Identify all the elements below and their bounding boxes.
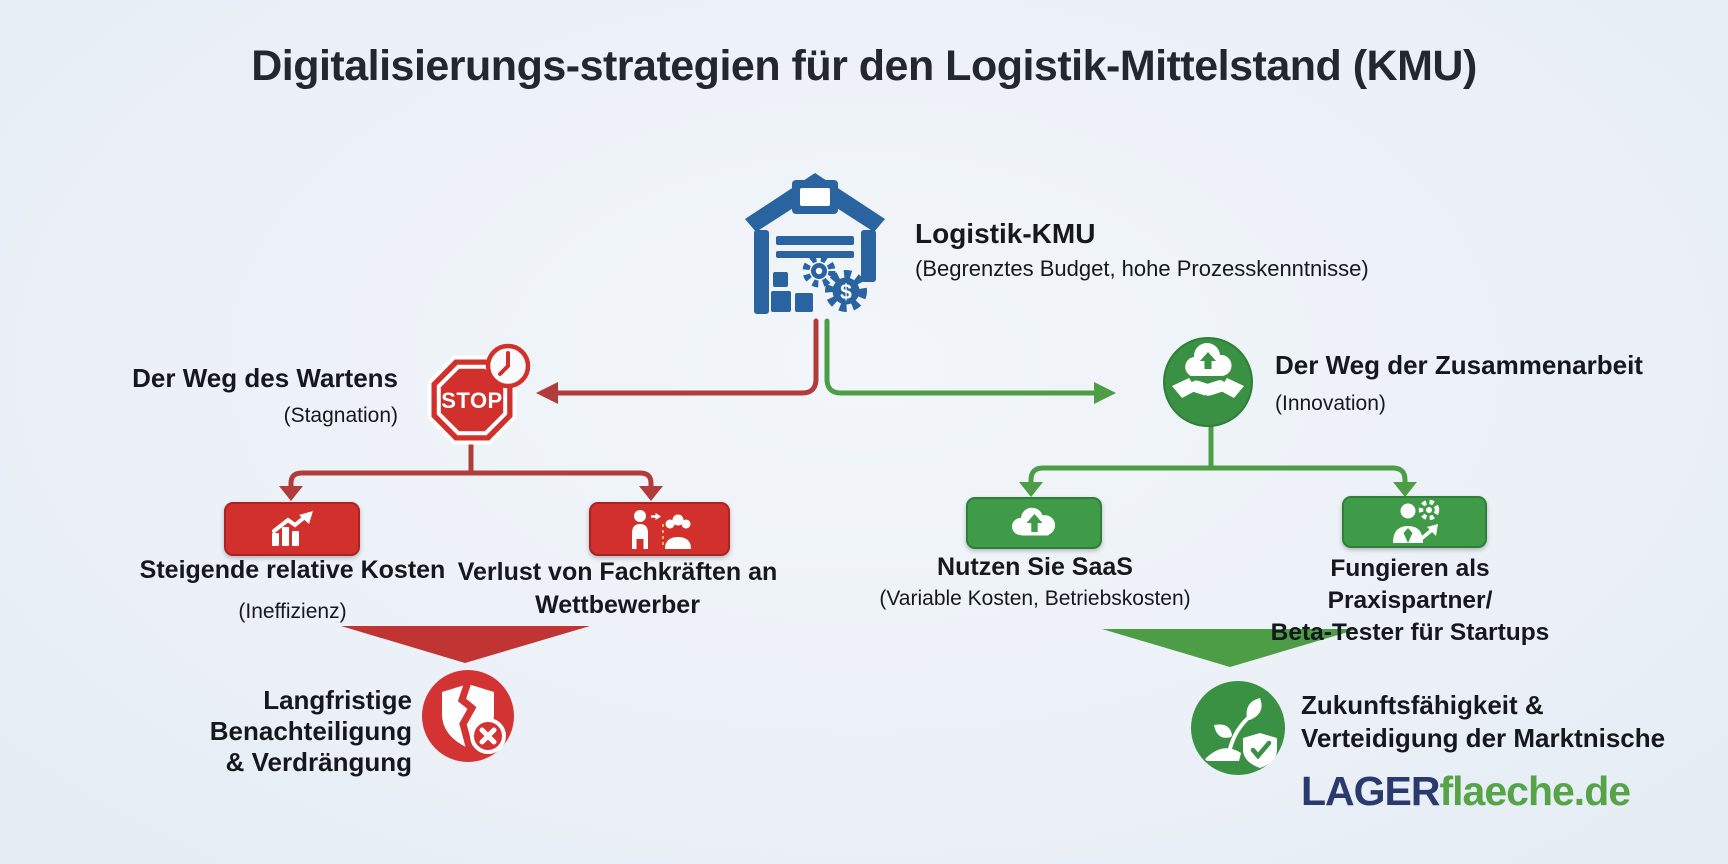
red-branch-arrowhead-icon — [536, 382, 558, 404]
red-tree-right-arrowhead-icon — [639, 486, 663, 501]
leaf-right — [1246, 698, 1262, 720]
leaf-left — [1214, 724, 1232, 738]
talent-loss-box — [589, 502, 730, 556]
negative-outcome-label: Langfristige Benachteiligung & Verdrängu… — [80, 685, 412, 778]
costs-box — [224, 502, 360, 556]
green-branch-connector — [824, 318, 1097, 396]
talent-loss-line2: Wettbewerber — [535, 591, 700, 619]
cloud-upload-icon — [1011, 507, 1056, 536]
root-node-subtitle: (Begrenztes Budget, hohe Prozesskenntnis… — [915, 256, 1369, 281]
root-node-label: Logistik-KMU — [915, 218, 1096, 249]
upload-arrow — [1200, 352, 1216, 369]
collab-branch-subtitle: (Innovation) — [1275, 392, 1386, 415]
talent-loss-line1: Verlust von Fachkräften an — [457, 558, 778, 586]
partner-line2: Beta-Tester für Startups — [1270, 619, 1550, 646]
positive-outcome-label: Zukunftsfähigkeit & Verteidigung der Mar… — [1301, 689, 1681, 755]
employee-leaving-icon — [631, 510, 691, 549]
green-tree-left-arrowhead-icon — [1019, 482, 1043, 497]
positive-outcome-line2: Verteidigung der Marktnische — [1301, 723, 1666, 753]
partner-box — [1342, 496, 1487, 548]
crack-shape — [457, 680, 477, 751]
saas-box — [966, 497, 1102, 549]
green-branch-arrowhead-icon — [1094, 382, 1116, 404]
wait-branch-subtitle: (Stagnation) — [283, 404, 398, 427]
consultant-gear-icon — [1392, 499, 1439, 543]
brand-logo-part2: flaeche.de — [1439, 768, 1632, 814]
green-tree-bracket — [1028, 465, 1408, 487]
brand-logo-part1: LAGER — [1301, 768, 1440, 814]
talent-loss-label: Verlust von Fachkräften an Wettbewerber — [450, 556, 785, 622]
red-branch-connector — [554, 318, 819, 396]
brand-logo: LAGERflaeche.de — [1301, 768, 1632, 815]
page-title: Digitalisierungs-strategien für den Logi… — [251, 42, 1477, 90]
costs-subtitle: (Ineffizienz) — [238, 600, 347, 623]
dollar-gear-symbol: $ — [840, 281, 852, 304]
warehouse-gears-icon: $ — [745, 173, 885, 314]
positive-outcome-line1: Zukunftsfähigkeit & — [1301, 690, 1544, 720]
partner-line1: Fungieren als Praxispartner/ — [1327, 555, 1493, 614]
negative-outcome-line1: Langfristige Benachteiligung — [209, 685, 412, 746]
stop-text: STOP — [441, 388, 503, 413]
ground-shape — [1205, 748, 1241, 761]
rising-chart-icon — [272, 511, 313, 546]
green-funnel-arrow-icon — [1102, 629, 1358, 667]
saas-label: Nutzen Sie SaaS — [937, 553, 1133, 581]
partner-label: Fungieren als Praxispartner/ Beta-Tester… — [1250, 553, 1570, 649]
costs-label: Steigende relative Kosten — [139, 556, 446, 584]
saas-subtitle: (Variable Kosten, Betriebskosten) — [879, 587, 1191, 610]
cloud-handshake-icon — [1163, 337, 1253, 427]
red-tree-bracket — [288, 470, 654, 492]
green-tree-right-arrowhead-icon — [1393, 482, 1417, 497]
stop-sign-clock-icon: STOP — [427, 343, 531, 445]
broken-shield-icon — [422, 670, 514, 762]
wait-branch-label: Der Weg des Wartens — [132, 363, 398, 393]
collab-branch-label: Der Weg der Zusammenarbeit — [1275, 350, 1643, 380]
plant-shield-check-icon — [1191, 681, 1285, 775]
red-funnel-arrow-icon — [341, 626, 590, 663]
red-tree-left-arrowhead-icon — [279, 486, 303, 501]
negative-outcome-line2: & Verdrängung — [225, 747, 412, 777]
